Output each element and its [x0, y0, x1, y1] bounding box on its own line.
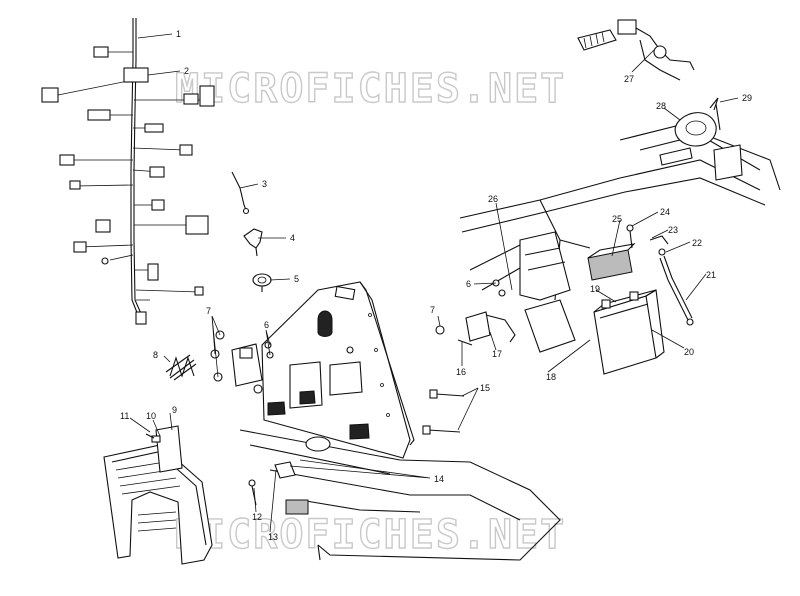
callout-22: 22 — [692, 238, 702, 248]
module-left — [210, 330, 354, 394]
callout-10: 10 — [146, 411, 156, 421]
callout-26: 26 — [488, 194, 498, 204]
battery-tray — [519, 231, 576, 353]
callout-8: 8 — [153, 350, 158, 360]
mount-panel — [261, 281, 415, 459]
part-spring — [165, 354, 197, 381]
callout-25: 25 — [612, 214, 622, 224]
callout-3: 3 — [262, 179, 267, 189]
callout-2: 2 — [184, 66, 189, 76]
callout-7a: 7 — [206, 306, 211, 316]
callout-18: 18 — [546, 372, 556, 382]
callout-14: 14 — [434, 474, 444, 484]
callout-5: 5 — [294, 274, 299, 284]
callout-28: 28 — [656, 101, 666, 111]
battery-strap — [626, 224, 694, 326]
part-grommet — [252, 273, 272, 292]
callout-17: 17 — [492, 349, 502, 359]
callout-23: 23 — [668, 225, 678, 235]
callout-15: 15 — [480, 383, 490, 393]
watermark-top: MICROFICHES.NET — [175, 66, 566, 112]
wiring-harness — [41, 18, 215, 325]
handlebar-control — [577, 19, 695, 81]
callout-16: 16 — [456, 367, 466, 377]
callout-1: 1 — [176, 29, 181, 39]
callout-12: 12 — [252, 512, 262, 522]
part-sensor-lead — [231, 171, 250, 215]
relay — [435, 279, 516, 346]
callout-6b: 6 — [466, 279, 471, 289]
callout-6a: 6 — [264, 320, 269, 330]
leader-lines — [129, 33, 739, 533]
watermark-bottom: MICROFICHES.NET — [175, 512, 566, 558]
callout-4: 4 — [290, 233, 295, 243]
battery — [593, 289, 665, 375]
callout-7b: 7 — [430, 305, 435, 315]
bolts — [422, 389, 465, 435]
part-clip — [243, 228, 263, 257]
callout-21: 21 — [706, 270, 716, 280]
lower-frame — [239, 429, 561, 561]
battery-cover — [587, 243, 636, 281]
callout-9: 9 — [172, 405, 177, 415]
callout-19: 19 — [590, 284, 600, 294]
callout-24: 24 — [660, 207, 670, 217]
callout-labels: 1 2 3 4 5 6 6 7 7 8 9 10 11 12 13 14 15 … — [120, 29, 752, 542]
front-grille — [103, 425, 213, 565]
callout-29: 29 — [742, 93, 752, 103]
callout-13: 13 — [268, 532, 278, 542]
callout-11: 11 — [120, 411, 129, 421]
callout-27: 27 — [624, 74, 634, 84]
horn — [674, 97, 721, 147]
callout-20: 20 — [684, 347, 694, 357]
